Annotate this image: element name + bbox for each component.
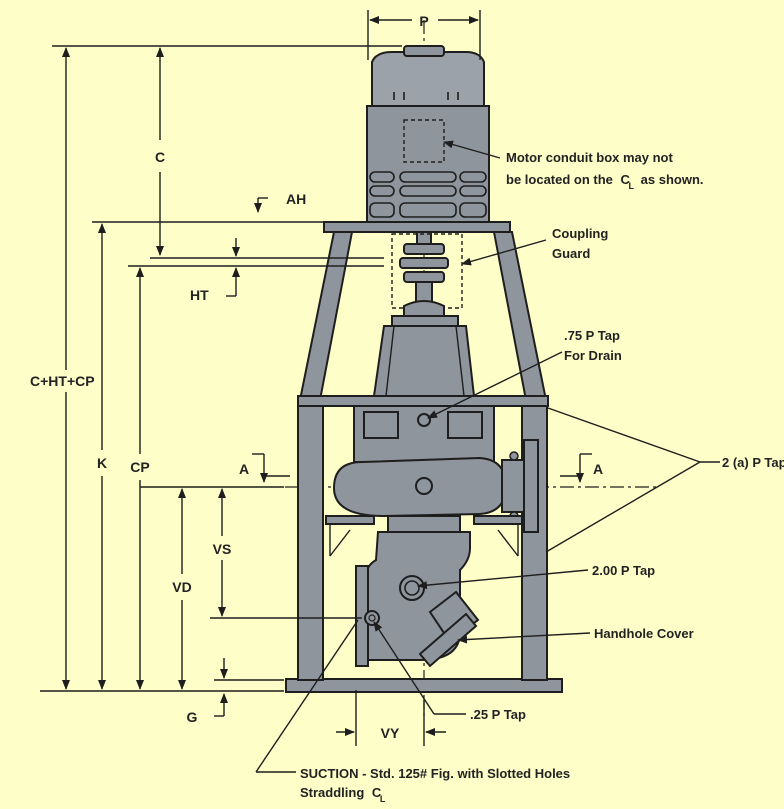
motor-note-line2-start: be located on the [506, 172, 613, 187]
coupling-label-2: Guard [552, 246, 590, 261]
upper-leg-left [298, 231, 354, 401]
dim-cp-label: CP [130, 459, 149, 475]
motor-fan-cover [403, 45, 445, 57]
suction-cl: C [372, 785, 382, 800]
support-plate-right [473, 515, 523, 525]
dim-a-left-label: A [239, 461, 249, 477]
motor-body [366, 105, 490, 223]
motor-note-cl-sub: L [629, 181, 635, 191]
drain-label-1: .75 P Tap [564, 328, 620, 343]
coupling-label-1: Coupling [552, 226, 608, 241]
handhole-label: Handhole Cover [594, 626, 694, 641]
casing-window-right [447, 411, 483, 439]
dimension-lines [40, 10, 592, 746]
dim-vy-label: VY [381, 725, 400, 741]
bearing-housing [372, 325, 476, 397]
dim-c-ht-cp-label: C+HT+CP [30, 373, 95, 389]
motor-note-line2: be located on the C L as shown. [506, 172, 704, 192]
shaft-hub [415, 477, 433, 495]
coupling [399, 243, 449, 303]
casing-lower-ring [387, 515, 461, 533]
discharge-flange [523, 439, 539, 533]
dim-vd-label: VD [172, 579, 191, 595]
dim-g-label: G [187, 709, 198, 725]
base-plate [285, 678, 563, 693]
frame-leg-left [297, 399, 324, 681]
motor-ribs [369, 92, 487, 218]
drain-label-2: For Drain [564, 348, 622, 363]
support-plate-left [325, 515, 375, 525]
suction-label-1: SUCTION - Std. 125# Fig. with Slotted Ho… [300, 766, 570, 781]
tap-025-label: .25 P Tap [470, 707, 526, 722]
dim-ah-label: AH [286, 191, 306, 207]
motor-note-line1: Motor conduit box may not [506, 150, 673, 165]
motor-mount-plate [323, 221, 511, 233]
casing-window-left [363, 411, 399, 439]
bearing-flange [391, 315, 459, 327]
pump-volute [332, 456, 508, 518]
middle-plate [297, 395, 549, 407]
motor-note-line2-end: as shown. [641, 172, 704, 187]
upper-leg-right [492, 231, 548, 401]
motor-top-cap [371, 51, 485, 109]
dim-p-label: P [419, 13, 428, 29]
handhole-cover [418, 612, 478, 668]
dim-k-label: K [97, 455, 107, 471]
tap-200-label: 2.00 P Tap [592, 563, 655, 578]
dim-c-label: C [155, 149, 165, 165]
p-taps-label: 2 (a) P Taps [722, 455, 784, 470]
dim-a-right-label: A [593, 461, 603, 477]
conduit-box [403, 119, 445, 163]
suction-label-2: Straddling C L [300, 785, 386, 804]
tap-200 [399, 575, 425, 601]
dim-vs-label: VS [213, 541, 232, 557]
motor-note-cl: C [621, 172, 631, 187]
handhole-branch [428, 590, 480, 644]
leader-lines [255, 140, 720, 773]
tap-025 [364, 610, 380, 626]
dim-ht-label: HT [190, 287, 209, 303]
suction-label-2-start: Straddling [300, 785, 364, 800]
drain-tap [417, 413, 431, 427]
suction-cl-sub: L [380, 794, 386, 804]
